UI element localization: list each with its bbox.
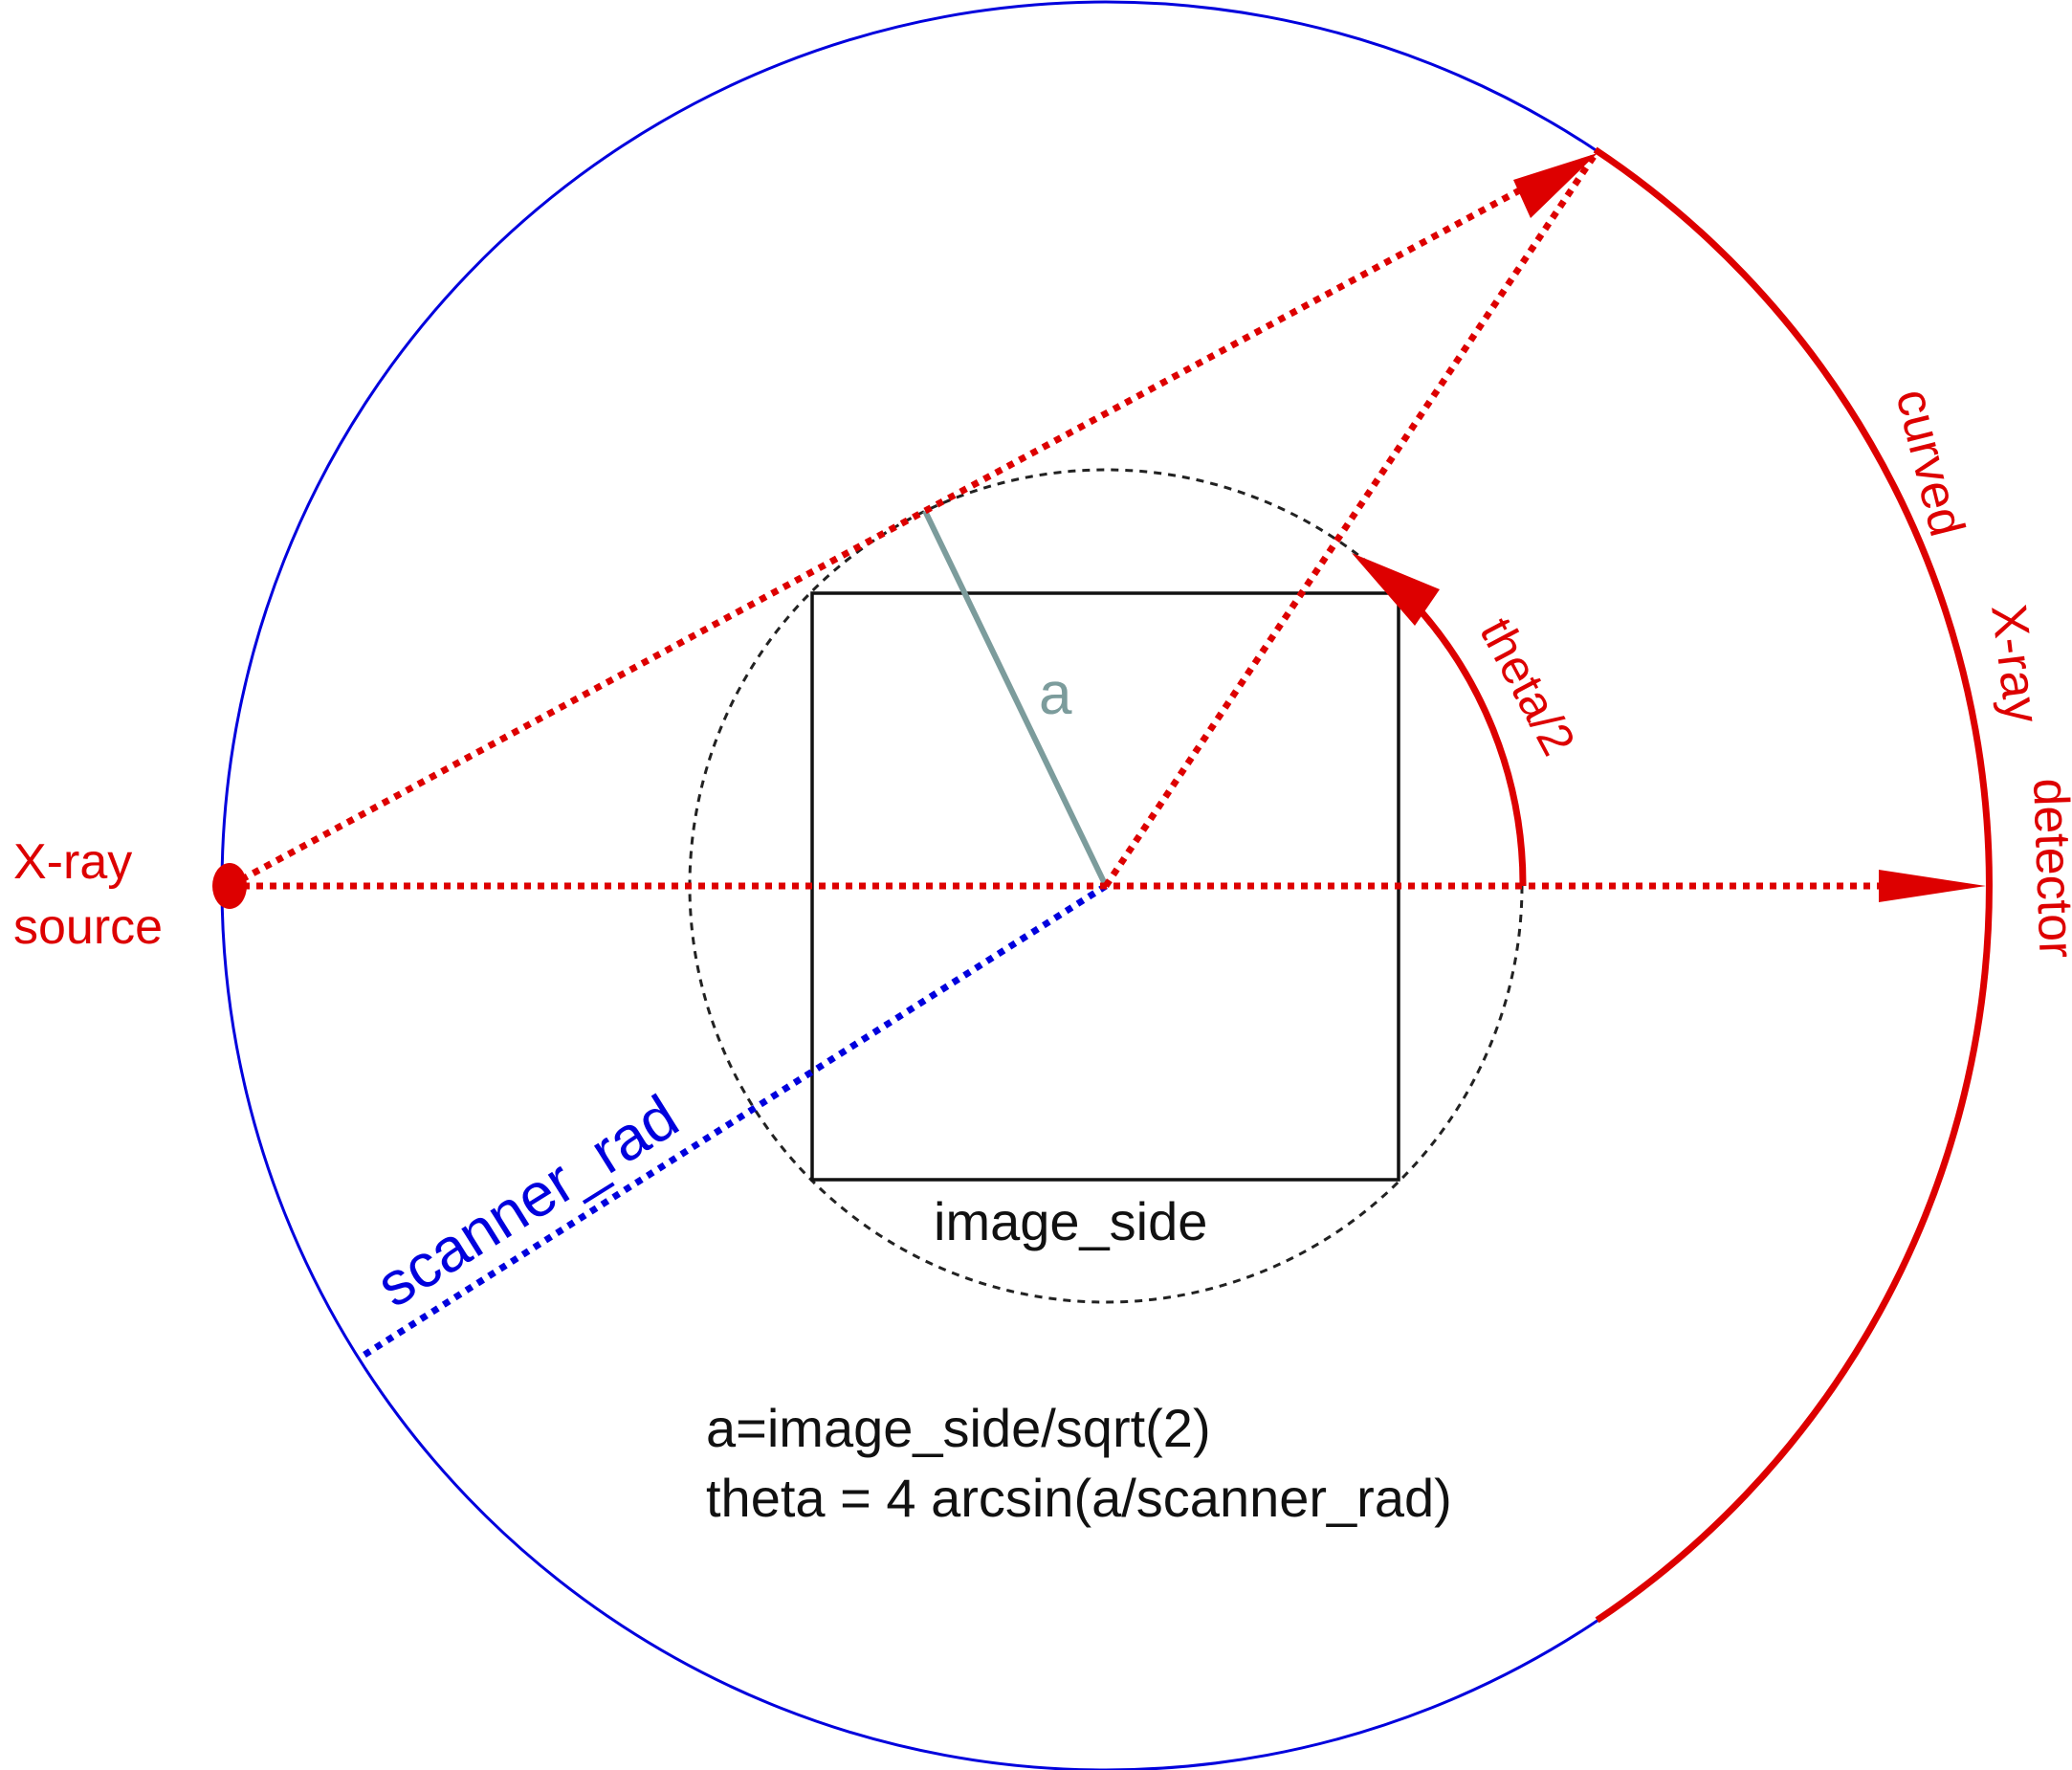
ray-center-to-detector-edge: [1103, 153, 1598, 888]
detector-label-detector: detector: [2022, 777, 2072, 959]
scanner-rad-line: [363, 883, 1108, 1358]
source-label-line1: X-ray: [13, 834, 132, 890]
ray-top-fan: [228, 177, 1539, 890]
scanner-rad-label: scanner_rad: [364, 1081, 690, 1320]
detector-label-curved: curved: [1885, 384, 1974, 542]
central-ray-arrowhead: [1879, 870, 1986, 902]
image-side-label: image_side: [934, 1191, 1207, 1251]
detector-label-xray: X-ray: [1980, 601, 2050, 725]
top-ray-arrowhead: [1513, 153, 1598, 218]
radius-a-label: a: [1039, 661, 1072, 727]
theta-half-arc: [1403, 592, 1527, 887]
theta-half-label: theta/2: [1469, 609, 1585, 763]
formula-line-2: theta = 4 arcsin(a/scanner_rad): [706, 1468, 1452, 1528]
formula-line-1: a=image_side/sqrt(2): [706, 1398, 1211, 1458]
radius-a-line: [922, 509, 1109, 888]
xray-source-dot: [212, 863, 247, 909]
theta-arc-arrowhead: [1352, 553, 1440, 626]
source-label-line2: source: [13, 899, 163, 955]
curved-detector-arc: [1593, 146, 1993, 1624]
